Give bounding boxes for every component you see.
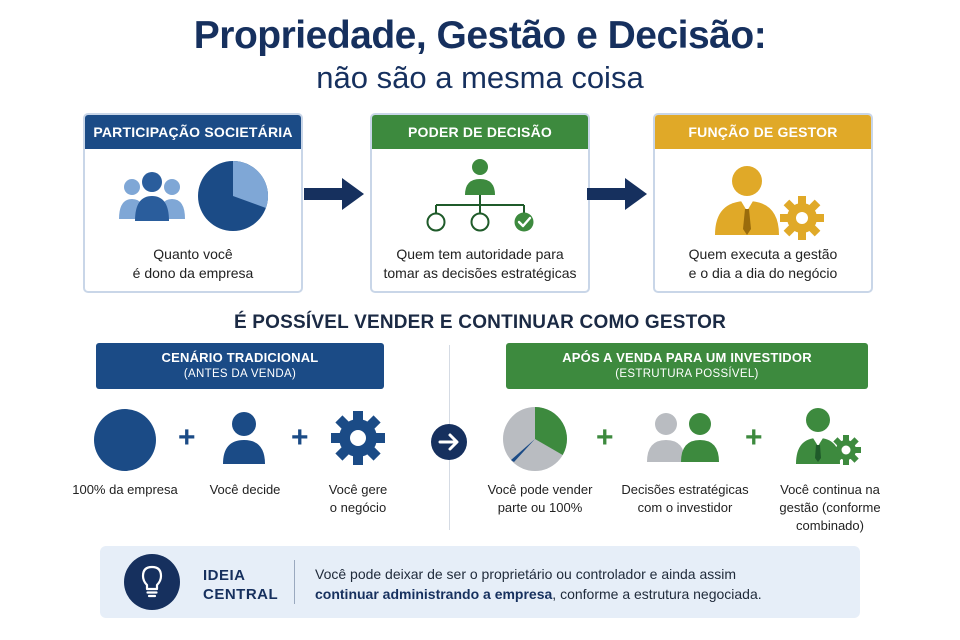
caption-you-manage-1: Você gere — [328, 482, 388, 497]
banner-after-sale: APÓS A VENDA PARA UM INVESTIDOR (ESTRUTU… — [506, 343, 868, 389]
card-ownership-header: PARTICIPAÇÃO SOCIETÁRIA — [85, 115, 301, 149]
pie-chart-icon — [198, 161, 269, 231]
ownership-illustration — [119, 161, 269, 231]
card-decision-line1: Quem tem autoridade para — [396, 246, 564, 262]
card-manager-line1: Quem executa a gestão — [688, 246, 838, 262]
card-ownership-line2: é dono da empresa — [132, 265, 254, 281]
caption-sell-1: Você pode vender — [487, 482, 593, 497]
banner-after-sale-subtitle: (ESTRUTURA POSSÍVEL) — [615, 368, 759, 380]
caption-you-manage-2: o negócio — [329, 500, 387, 515]
arrow-circle-icon — [431, 424, 467, 460]
manager-gear-icon — [796, 408, 861, 465]
section-title: É POSSÍVEL VENDER E CONTINUAR COMO GESTO… — [233, 312, 727, 333]
card-ownership-line1: Quanto você — [153, 246, 233, 262]
org-chart-icon — [426, 159, 534, 232]
banner-traditional-title: CENÁRIO TRADICIONAL — [161, 350, 319, 365]
manager-person-icon — [715, 166, 779, 235]
idea-separator — [294, 560, 295, 604]
card-manager: FUNÇÃO DE GESTOR Quem executa a gestão e… — [653, 113, 873, 293]
caption-sell-2: parte ou 100% — [497, 500, 583, 515]
banner-traditional-subtitle: (ANTES DA VENDA) — [183, 368, 297, 380]
card-decision-header: PODER DE DECISÃO — [372, 115, 588, 149]
caption-continue-3: combinado) — [796, 518, 864, 533]
gear-icon — [780, 196, 824, 240]
card-decision: PODER DE DECISÃO Quem tem autoridade par… — [370, 113, 590, 293]
caption-strategic-2: com o investidor — [637, 500, 733, 515]
caption-continue-1: Você continua na — [780, 482, 880, 497]
idea-text-bold: continuar administrando a empresa — [315, 586, 553, 602]
idea-label-2: CENTRAL — [203, 586, 279, 603]
idea-label-1: IDEIA — [203, 567, 246, 584]
caption-ownership: 100% da empresa — [72, 482, 178, 497]
full-circle-icon — [94, 409, 156, 471]
card-manager-line2: e o dia a dia do negócio — [688, 265, 838, 281]
page-title: Propriedade, Gestão e Decisão: — [193, 14, 767, 57]
plus-icon: + — [178, 421, 196, 454]
plus-icon: + — [596, 421, 614, 454]
caption-you-decide: Você decide — [209, 482, 281, 497]
caption-continue-2: gestão (conforme — [779, 500, 881, 515]
arrow-right-icon — [304, 178, 364, 210]
people-pair-icon — [647, 413, 719, 462]
central-idea-box: IDEIA CENTRAL Você pode deixar de ser o … — [100, 546, 860, 618]
idea-text-line1: Você pode deixar de ser o proprietário o… — [315, 566, 737, 582]
card-manager-header: FUNÇÃO DE GESTOR — [655, 115, 871, 149]
plus-icon: + — [291, 421, 309, 454]
page-subtitle: não são a mesma coisa — [316, 60, 644, 95]
split-pie-icon — [503, 407, 567, 471]
banner-traditional: CENÁRIO TRADICIONAL (ANTES DA VENDA) — [96, 343, 384, 389]
manager-illustration — [715, 166, 824, 240]
gear-icon — [331, 411, 385, 465]
card-decision-line2: tomar as decisões estratégicas — [383, 265, 577, 281]
card-ownership: PARTICIPAÇÃO SOCIETÁRIA Quanto você é do… — [83, 113, 303, 293]
banner-after-sale-title: APÓS A VENDA PARA UM INVESTIDOR — [562, 350, 812, 365]
people-group-icon — [119, 172, 185, 221]
person-icon — [223, 412, 265, 464]
idea-text-line2: , conforme a estrutura negociada. — [552, 586, 762, 602]
arrow-right-icon — [587, 178, 647, 210]
lightbulb-icon — [124, 554, 180, 610]
plus-icon: + — [745, 421, 763, 454]
decision-illustration — [426, 159, 534, 232]
caption-strategic-1: Decisões estratégicas — [621, 482, 749, 497]
